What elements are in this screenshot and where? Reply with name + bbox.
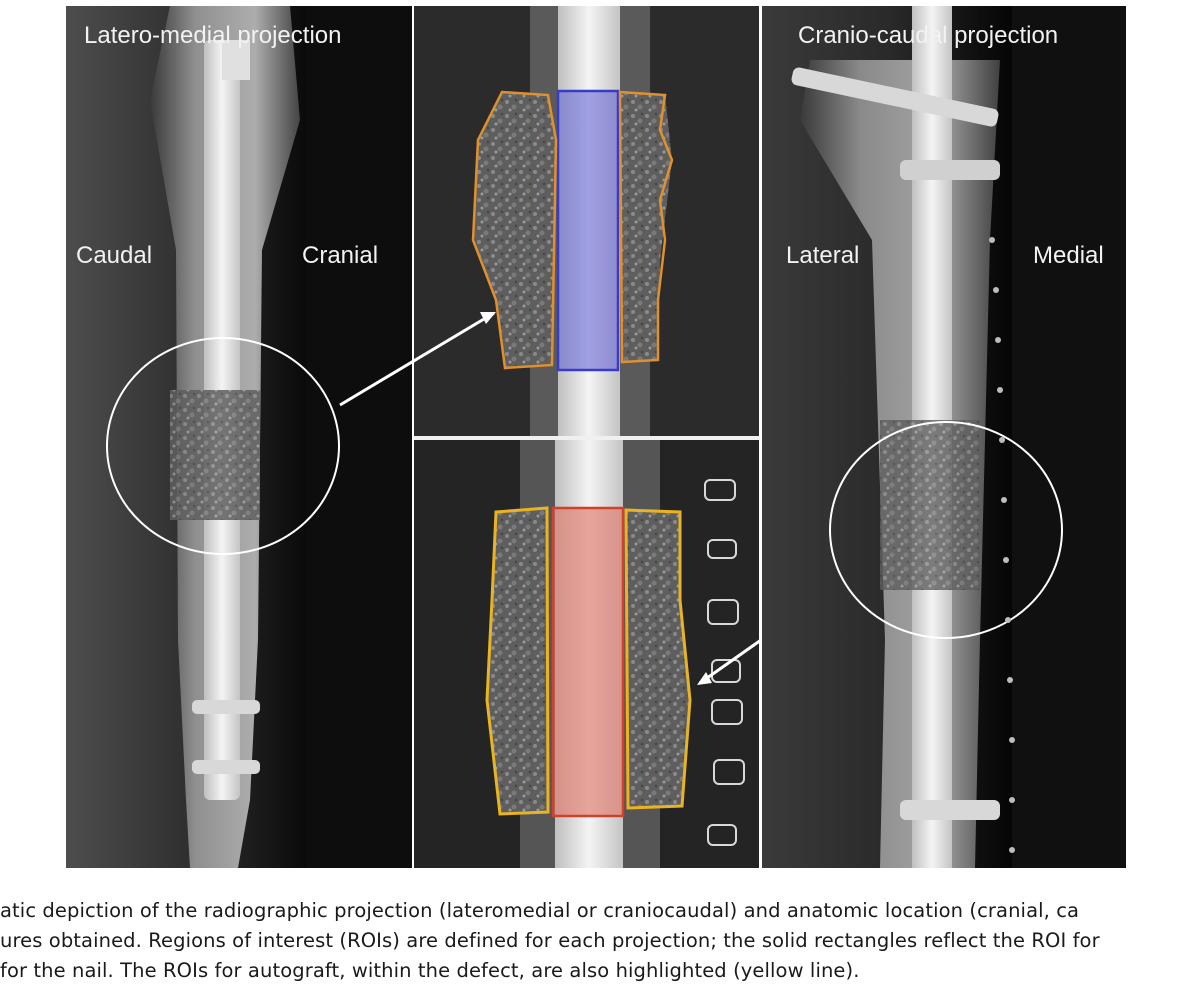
middle-bottom-panel bbox=[414, 440, 833, 868]
right-panel-title: Cranio-caudal projection bbox=[798, 22, 1059, 49]
right-panel-medial-label: Medial bbox=[1033, 242, 1104, 269]
right-radiograph-panel bbox=[762, 6, 1126, 868]
right-panel-lateral-label: Lateral bbox=[786, 242, 860, 269]
caption-line-1: atic depiction of the radiographic proje… bbox=[0, 899, 1080, 922]
left-radiograph-panel bbox=[66, 6, 412, 868]
middle-top-panel bbox=[339, 6, 759, 436]
figure-caption: atic depiction of the radiographic proje… bbox=[0, 893, 1200, 993]
left-panel-cranial-label: Cranial bbox=[302, 242, 379, 269]
radiograph-figure: Latero-medial projection Caudal Cranial … bbox=[66, 6, 1126, 868]
caption-line-3: for the nail. The ROIs for autograft, wi… bbox=[0, 959, 860, 982]
left-panel-title: Latero-medial projection bbox=[84, 22, 342, 49]
caption-line-2: ures obtained. Regions of interest (ROIs… bbox=[0, 929, 1100, 952]
left-panel-caudal-label: Caudal bbox=[76, 242, 153, 269]
radiograph-composite bbox=[66, 6, 1126, 868]
